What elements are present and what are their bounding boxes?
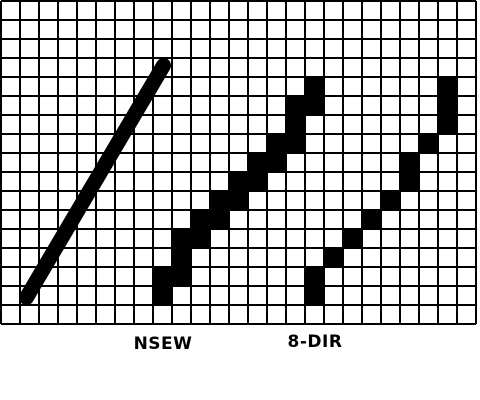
nsew-filled-cell: [229, 191, 248, 210]
8dir-filled-cell: [305, 286, 324, 305]
8dir-filled-cell: [438, 115, 457, 134]
nsew-filled-cell: [172, 229, 191, 248]
nsew-filled-cell: [267, 134, 286, 153]
nsew-filled-cells: [153, 77, 324, 305]
ideal-line-segment: [19, 58, 171, 305]
nsew-filled-cell: [248, 172, 267, 191]
8dir-filled-cell: [419, 134, 438, 153]
nsew-filled-cell: [153, 286, 172, 305]
nsew-filled-cell: [172, 267, 191, 286]
8dir-filled-cell: [343, 229, 362, 248]
nsew-filled-cell: [191, 210, 210, 229]
8dir-filled-cell: [324, 248, 343, 267]
8dir-filled-cells: [305, 77, 457, 305]
8dir-filled-cell: [400, 153, 419, 172]
nsew-filled-cell: [286, 96, 305, 115]
8dir-filled-cell: [381, 191, 400, 210]
nsew-filled-cell: [286, 115, 305, 134]
nsew-filled-cell: [305, 96, 324, 115]
nsew-filled-cell: [210, 210, 229, 229]
8dir-filled-cell: [438, 96, 457, 115]
nsew-filled-cell: [191, 229, 210, 248]
8dir-filled-cell: [362, 210, 381, 229]
nsew-filled-cell: [172, 248, 191, 267]
nsew-filled-cell: [248, 153, 267, 172]
8dir-filled-cell: [305, 267, 324, 286]
nsew-filled-cell: [210, 191, 229, 210]
nsew-filled-cell: [153, 267, 172, 286]
nsew-filled-cell: [286, 134, 305, 153]
8dir-filled-cell: [400, 172, 419, 191]
nsew-filled-cell: [267, 153, 286, 172]
nsew-filled-cell: [305, 77, 324, 96]
nsew-filled-cell: [229, 172, 248, 191]
8dir-filled-cell: [438, 77, 457, 96]
pixel-grid: [0, 0, 477, 325]
nsew-label: NSEW: [134, 334, 193, 354]
8dir-label: 8-DIR: [288, 332, 343, 352]
